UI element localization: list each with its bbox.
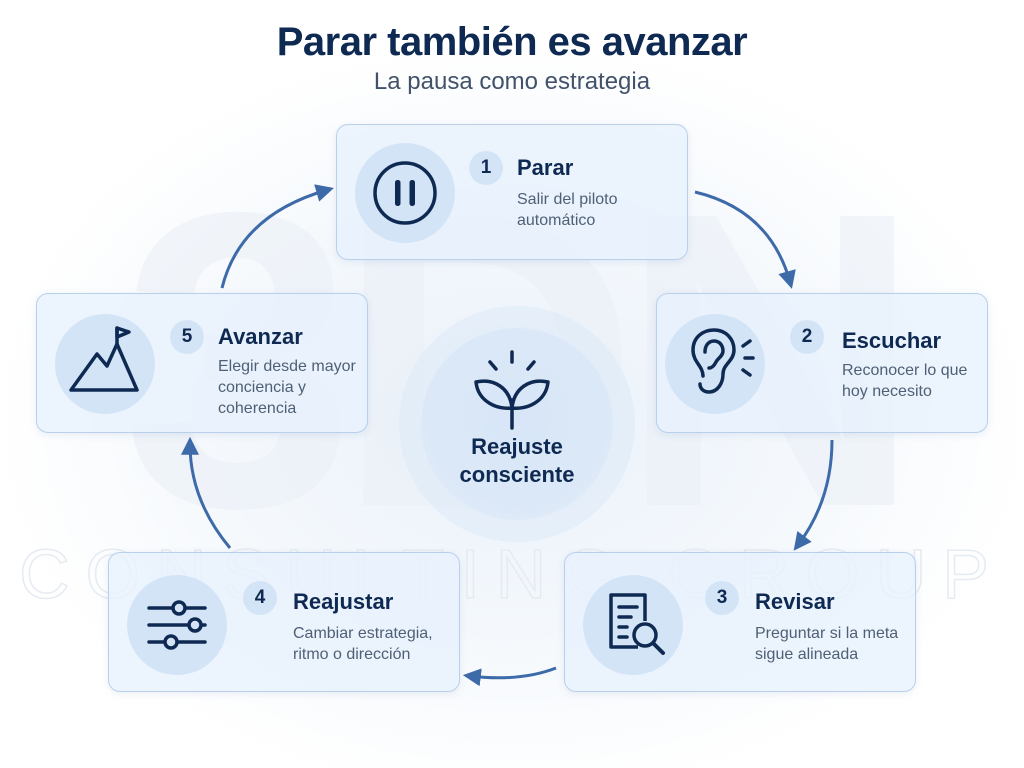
step-description: Reconocer lo que hoy necesito	[842, 362, 968, 400]
step-card-escuchar: 2 Escuchar Reconocer lo que hoy necesito	[656, 293, 988, 433]
center-circle	[421, 328, 613, 520]
mountain-flag-icon	[69, 326, 139, 392]
center-label-line-1: Reajuste	[471, 434, 563, 459]
step-description: Elegir desde mayor conciencia y coherenc…	[218, 358, 356, 417]
step-icon-circle	[55, 314, 155, 414]
step-description: Salir del piloto automático	[517, 191, 618, 229]
step-icon-circle	[665, 314, 765, 414]
step-number-badge: 4	[243, 581, 277, 615]
page-subtitle: La pausa como estrategia	[373, 68, 651, 95]
step-number-badge: 5	[170, 320, 204, 354]
step-card-reajustar: 4 Reajustar Cambiar estrategia, ritmo o …	[108, 552, 460, 692]
step-icon-circle	[355, 143, 455, 243]
center-label: Reajuste consciente	[421, 433, 613, 489]
step-title: Avanzar	[218, 324, 303, 349]
step-title: Parar	[517, 155, 574, 180]
step-title: Revisar	[755, 589, 835, 614]
step-card-avanzar: 5 Avanzar Elegir desde mayor conciencia …	[36, 293, 368, 433]
step-number-badge: 2	[790, 320, 824, 354]
step-card-parar: 1 Parar Salir del piloto automático	[336, 124, 688, 260]
sprout-icon	[474, 350, 550, 430]
step-description: Cambiar estrategia, ritmo o dirección	[293, 625, 433, 663]
step-icon-circle	[127, 575, 227, 675]
pause-icon	[373, 161, 437, 225]
sliders-icon	[147, 600, 207, 650]
step-description: Preguntar si la meta sigue alineada	[755, 625, 899, 663]
center-label-line-2: consciente	[459, 462, 575, 487]
step-number-badge: 3	[705, 581, 739, 615]
step-number-badge: 1	[469, 151, 503, 185]
ear-icon	[691, 328, 755, 394]
document-search-icon	[609, 593, 665, 655]
step-icon-circle	[583, 575, 683, 675]
page-title: Parar también es avanzar	[276, 20, 748, 64]
step-title: Escuchar	[842, 328, 942, 353]
step-title: Reajustar	[293, 589, 394, 614]
step-card-revisar: 3 Revisar Preguntar si la meta sigue ali…	[564, 552, 916, 692]
